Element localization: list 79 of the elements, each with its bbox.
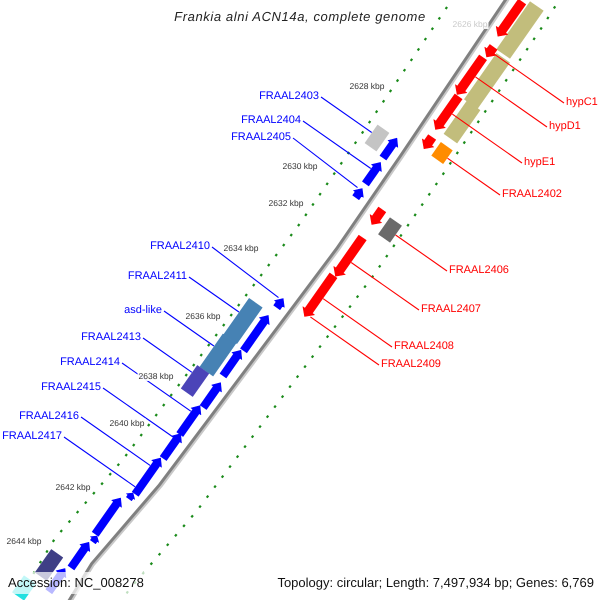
scale-label: 2638 kbp [138, 371, 174, 381]
leader-line [494, 54, 564, 104]
gene-feature [273, 298, 285, 310]
gene-label: hypC1 [566, 95, 598, 109]
scale-label: 2628 kbp [348, 81, 386, 91]
gene-feature [455, 54, 487, 95]
gene-label: FRAAL2408 [394, 339, 454, 353]
gene-feature [240, 315, 270, 354]
gene-bar [224, 298, 262, 344]
scale-label: 2644 kbp [6, 536, 42, 546]
gene-label: hypE1 [524, 155, 556, 169]
gene-label: FRAAL2407 [421, 302, 481, 316]
gene-feature [200, 382, 222, 410]
gene-feature [90, 536, 99, 544]
gene-feature [132, 458, 162, 496]
gene-feature [126, 492, 135, 501]
scale-label: 2642 kbp [54, 482, 92, 492]
gene-label: FRAAL2414 [60, 355, 120, 369]
leader-line [102, 388, 174, 438]
leader-line [302, 120, 372, 169]
leader-line [395, 234, 448, 272]
leader-line [188, 276, 240, 312]
gene-bar [200, 334, 236, 376]
gene-bar [444, 100, 480, 144]
gene-feature [370, 206, 386, 225]
gene-label: FRAAL2403 [259, 89, 319, 103]
leader-line [164, 310, 214, 346]
gene-label: hypD1 [549, 119, 581, 133]
gene-bar [364, 124, 390, 152]
gene-feature [434, 94, 462, 130]
leader-line [452, 114, 522, 164]
gene-feature [176, 405, 202, 437]
leader-line [292, 138, 358, 188]
scale-label: 2636 kbp [184, 311, 222, 321]
gene-feature [496, 0, 526, 36]
leader-line [310, 316, 380, 366]
scale-label: 2632 kbp [268, 198, 304, 208]
gene-bar [496, 1, 544, 59]
leader-line [350, 262, 420, 310]
gene-feature [302, 272, 338, 317]
leader-line [142, 338, 192, 373]
gene-bar [431, 142, 453, 164]
gene-feature [422, 134, 436, 149]
scale-label: 2640 kbp [108, 418, 146, 428]
gene-label: FRAAL2416 [19, 409, 79, 423]
gene-label: FRAAL2410 [150, 239, 210, 253]
gene-feature [380, 138, 398, 160]
gene-label: FRAAL2411 [128, 269, 187, 283]
gene-feature [334, 234, 366, 276]
gene-feature [92, 498, 122, 536]
gene-feature [352, 188, 364, 200]
gene-bar [378, 218, 402, 242]
gene-label: asd-like [124, 303, 162, 317]
gene-feature [484, 44, 498, 58]
leader-line [64, 436, 136, 488]
gene-label: FRAAL2402 [502, 187, 562, 201]
gene-feature [68, 542, 90, 570]
gene-label: FRAAL2409 [381, 357, 441, 371]
leader-line [475, 76, 548, 128]
leader-line [320, 96, 372, 133]
gene-feature [362, 162, 382, 186]
gene-label: FRAAL2404 [241, 113, 301, 127]
gene-bar [464, 53, 510, 109]
gene-feature [220, 350, 242, 378]
leader-line [80, 416, 150, 466]
map-title: Frankia alni ACN14a, complete genome [174, 9, 426, 24]
gene-label: FRAAL2405 [231, 130, 291, 144]
gene-label: FRAAL2406 [449, 263, 509, 277]
leader-line [212, 246, 279, 298]
gene-bar [180, 365, 210, 397]
leader-line [322, 298, 392, 348]
scale-label: 2630 kbp [282, 161, 318, 171]
leader-line [447, 158, 500, 196]
gene-label: FRAAL2417 [2, 429, 62, 443]
gene-feature [160, 433, 182, 461]
gene-label: FRAAL2413 [81, 330, 141, 344]
gene-label: FRAAL2415 [41, 380, 101, 394]
scale-label: 2634 kbp [222, 243, 260, 253]
leader-line [122, 362, 192, 412]
